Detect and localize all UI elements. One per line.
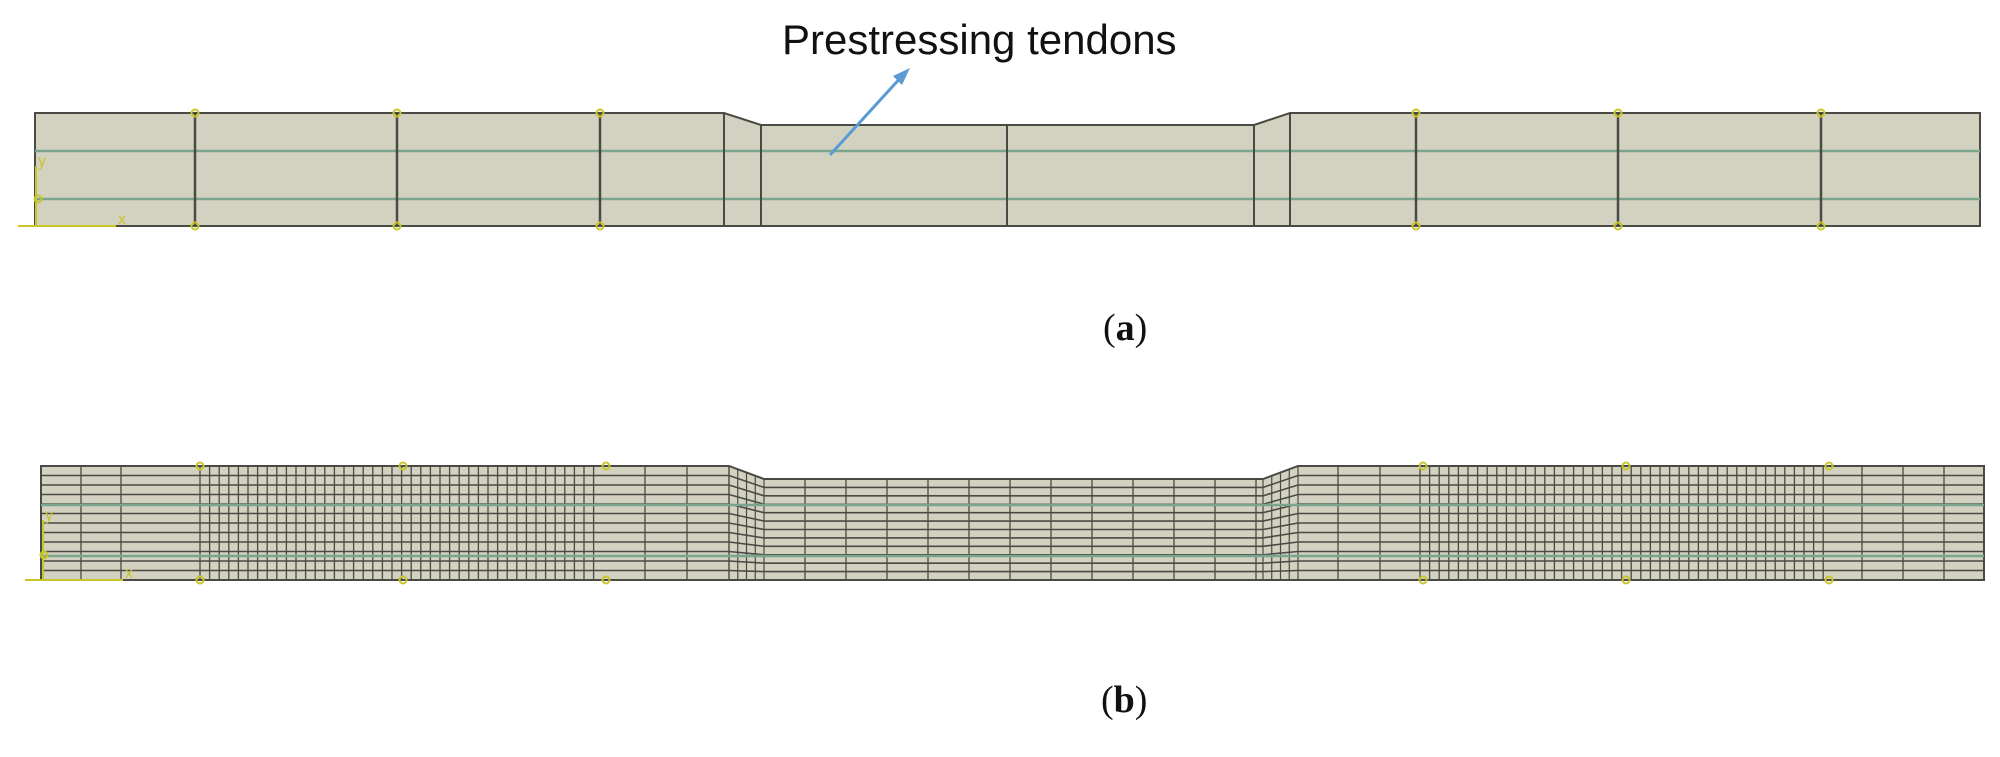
constraint-marker xyxy=(398,461,408,471)
mesh-row-line xyxy=(41,512,1984,522)
panel-b-mesh: xy xyxy=(25,461,1985,585)
panel-a-geometry: xy xyxy=(18,108,1981,231)
constraint-marker xyxy=(195,575,205,585)
constraint-marker xyxy=(1418,575,1428,585)
constraint-marker xyxy=(1613,108,1623,118)
caption-a: (a) xyxy=(1103,307,1147,349)
constraint-marker xyxy=(190,221,200,231)
mesh-row-line xyxy=(41,474,1984,489)
mesh-row-line xyxy=(41,522,1984,531)
tendon-annotation: Prestressing tendons xyxy=(782,16,1177,157)
constraint-marker xyxy=(1824,461,1834,471)
constraint-marker xyxy=(195,461,205,471)
y-axis-label: y xyxy=(45,507,53,524)
constraint-marker xyxy=(1411,108,1421,118)
constraint-marker xyxy=(1816,221,1826,231)
constraint-marker xyxy=(398,575,408,585)
constraint-marker xyxy=(190,108,200,118)
constraint-marker xyxy=(392,108,402,118)
mesh-row-line xyxy=(41,560,1984,564)
constraint-marker xyxy=(1824,575,1834,585)
constraint-marker xyxy=(1411,221,1421,231)
constraint-marker xyxy=(1613,221,1623,231)
annotation-arrowhead xyxy=(893,68,910,85)
constraint-marker xyxy=(1816,108,1826,118)
constraint-marker xyxy=(1418,461,1428,471)
constraint-marker xyxy=(1621,461,1631,471)
constraint-marker xyxy=(33,194,43,204)
mesh-row-line xyxy=(41,541,1984,548)
annotation-label: Prestressing tendons xyxy=(782,16,1177,63)
mesh-row-line xyxy=(41,484,1984,497)
x-axis-label: x xyxy=(118,211,126,228)
caption-b: (b) xyxy=(1101,679,1147,721)
constraint-marker xyxy=(595,108,605,118)
constraint-marker xyxy=(595,221,605,231)
constraint-marker xyxy=(601,461,611,471)
mesh-row-line xyxy=(41,569,1984,573)
constraint-marker xyxy=(1621,575,1631,585)
y-axis-label: y xyxy=(38,153,46,170)
constraint-marker xyxy=(601,575,611,585)
constraint-marker xyxy=(392,221,402,231)
mesh-row-line xyxy=(41,531,1984,539)
x-axis-label: x xyxy=(125,565,133,582)
annotation-arrow xyxy=(828,73,905,157)
